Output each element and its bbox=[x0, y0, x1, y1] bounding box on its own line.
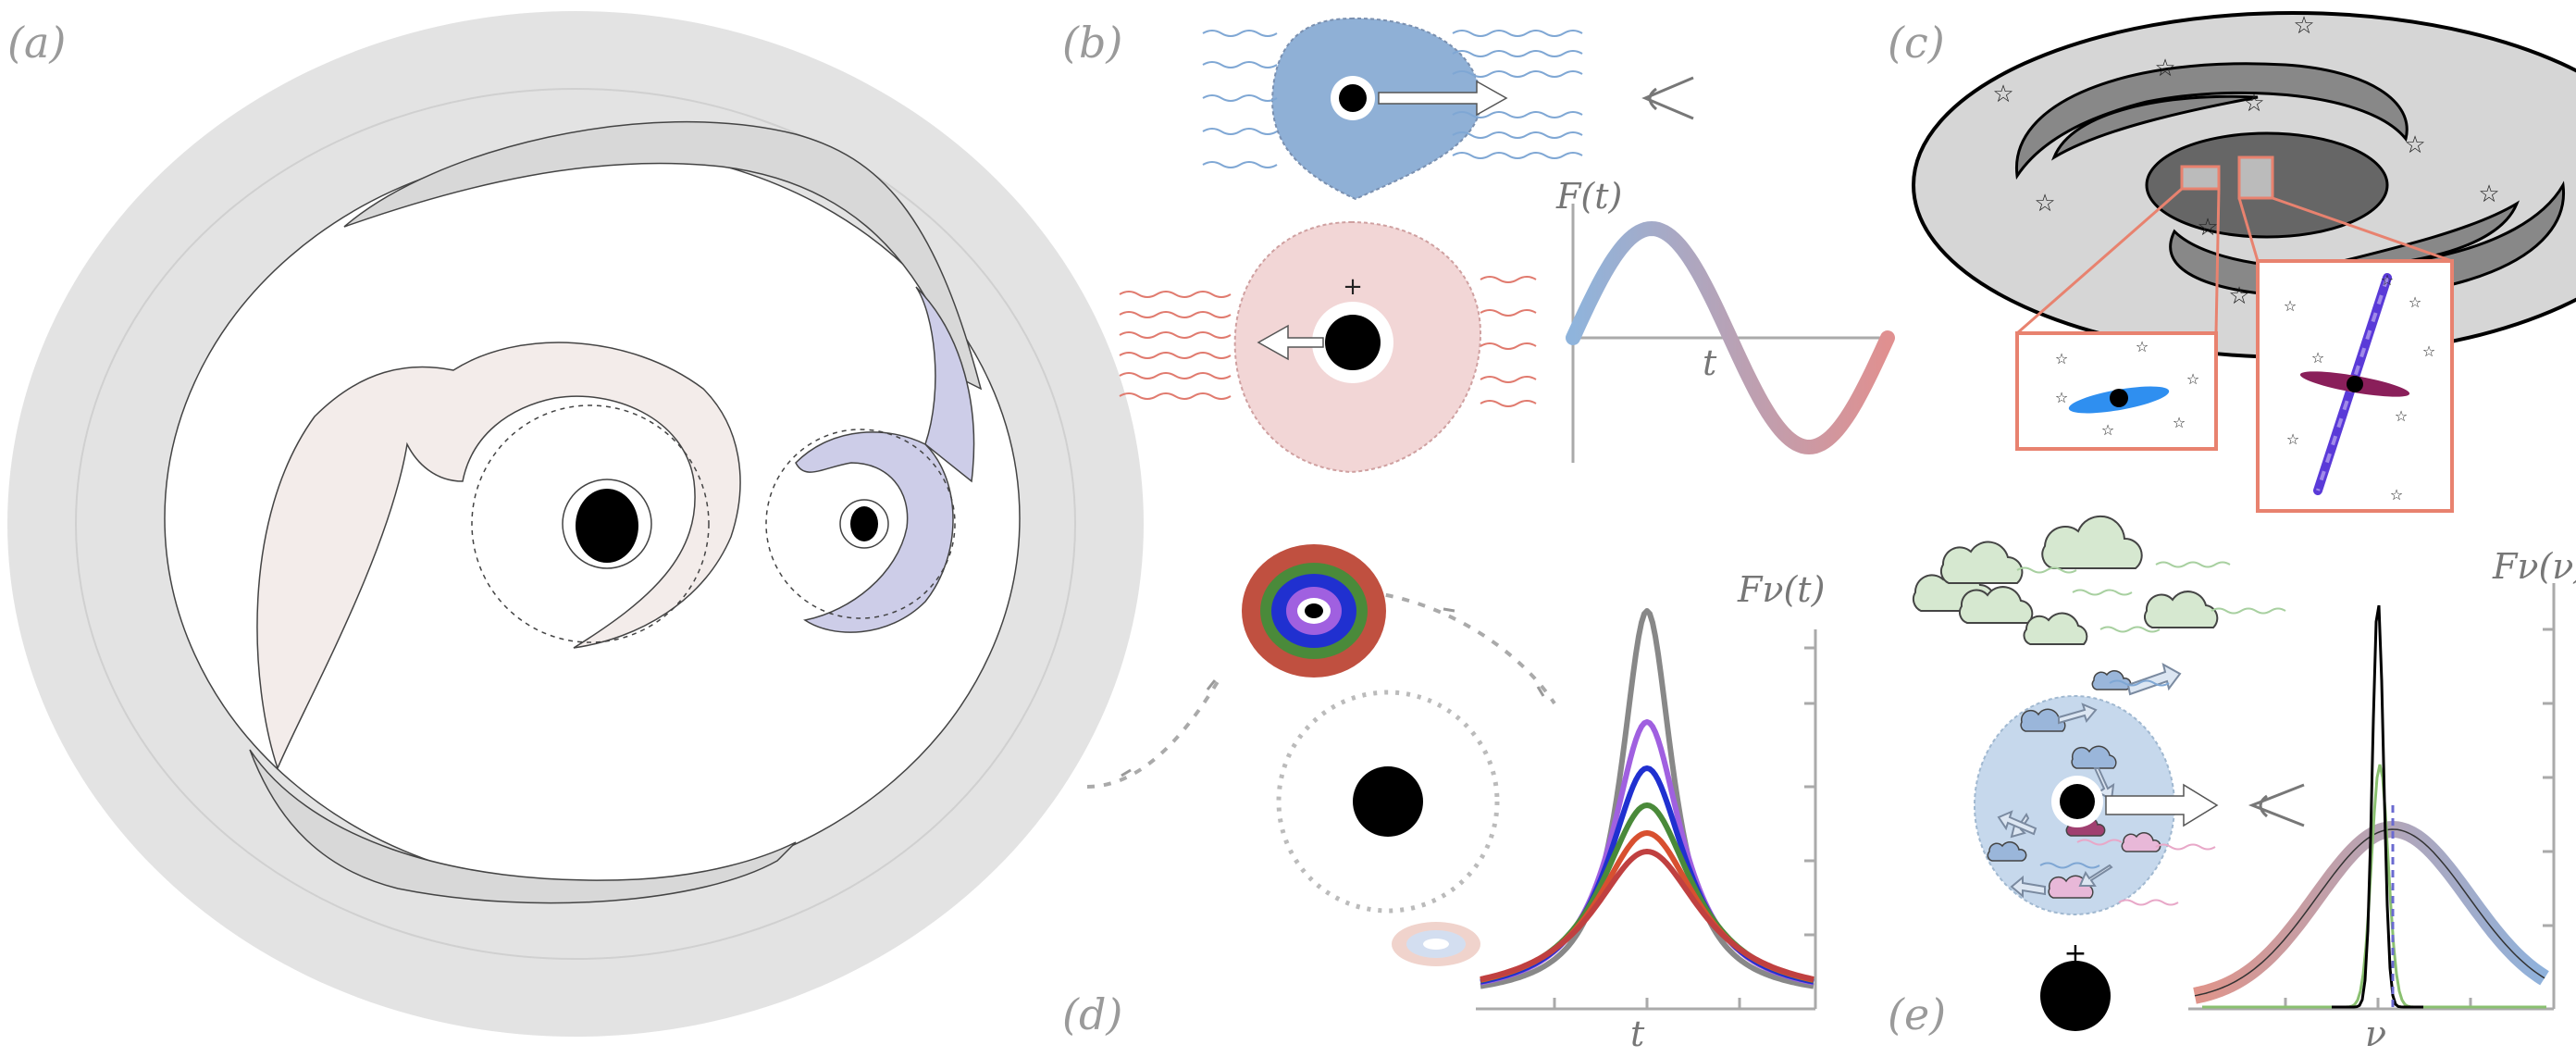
observer-eye-icon bbox=[1641, 76, 1694, 120]
d-ticks bbox=[1553, 646, 1815, 1009]
star-icon: ☆ bbox=[2422, 342, 2435, 360]
lower-stream bbox=[249, 749, 797, 904]
star-icon: ☆ bbox=[2286, 430, 2299, 448]
star-icon: ☆ bbox=[2293, 12, 2314, 40]
primary-black-hole bbox=[576, 489, 638, 563]
outer-ring bbox=[75, 88, 1076, 960]
panel-a-label: (a) bbox=[7, 18, 66, 68]
star-icon: ☆ bbox=[2055, 389, 2068, 406]
panel-d: (d) Fν(t) t bbox=[1062, 544, 1825, 1054]
e-narrow-green bbox=[2202, 764, 2546, 1009]
observer-eye-e-icon bbox=[2248, 783, 2305, 827]
lensed-source bbox=[1242, 544, 1386, 678]
primary-disk bbox=[256, 342, 741, 771]
panel-d-label: (d) bbox=[1062, 989, 1122, 1039]
plus-marker: + bbox=[1343, 273, 1363, 301]
distant-clouds bbox=[1912, 515, 2219, 645]
b-ylabel: F(t) bbox=[1555, 176, 1622, 217]
secondary-black-hole bbox=[850, 506, 878, 541]
inset-source-right bbox=[2237, 155, 2274, 200]
near-cloud-waves bbox=[2039, 679, 2216, 906]
light-curve-d: Fν(t) t bbox=[1476, 569, 1825, 1054]
d-flux-curve bbox=[1480, 608, 1814, 989]
spectrum-e: Fν(ν) ν bbox=[2188, 546, 2576, 1054]
star-icon: ☆ bbox=[1992, 81, 2013, 108]
d-flux-curves bbox=[1480, 608, 1814, 989]
inset-left-hole bbox=[2110, 389, 2128, 407]
panel-c: (c) ☆ ☆ ☆ ☆ ☆ ☆ ☆ ☆ ☆ ☆ ☆ ☆ ☆ ☆ ☆ ☆ ☆ ☆ ☆ ☆ ☆ ☆ ☆ bbox=[1888, 11, 2576, 513]
panel-b: (b) + bbox=[1062, 17, 1895, 474]
star-icon: ☆ bbox=[2311, 349, 2324, 367]
panel-c-label: (c) bbox=[1888, 18, 1945, 68]
panel-b-label: (b) bbox=[1062, 18, 1122, 68]
star-icon: ☆ bbox=[2055, 350, 2068, 367]
plus-marker-e: + bbox=[2063, 938, 2087, 970]
d-flux-curve bbox=[1480, 830, 1814, 983]
star-icon: ☆ bbox=[2173, 414, 2186, 431]
inset-connector-1 bbox=[2016, 187, 2183, 335]
b-xlabel: t bbox=[1703, 342, 1717, 383]
star-icon: ☆ bbox=[2404, 131, 2425, 159]
star-icon: ☆ bbox=[2228, 282, 2249, 310]
secondary-disk bbox=[795, 286, 975, 633]
star-icon: ☆ bbox=[2197, 214, 2218, 242]
agn-black-hole bbox=[2060, 784, 2095, 819]
primary-roche-lobe bbox=[471, 404, 710, 643]
d-flux-curve bbox=[1480, 849, 1814, 982]
receding-waves bbox=[1119, 276, 1537, 407]
star-icon: ☆ bbox=[2154, 55, 2175, 82]
star-icon: ☆ bbox=[2101, 421, 2114, 439]
approaching-black-hole bbox=[1339, 84, 1367, 112]
galaxy-stars: ☆ ☆ ☆ ☆ ☆ ☆ ☆ ☆ ☆ ☆ ☆ ☆ ☆ ☆ ☆ ☆ ☆ ☆ ☆ ☆ ☆ ☆ ☆ bbox=[1992, 12, 2499, 504]
secondary-roche-lobe bbox=[765, 429, 956, 619]
b-flux-curve bbox=[1566, 220, 1895, 455]
star-icon: ☆ bbox=[2186, 370, 2199, 388]
lens-black-hole bbox=[1353, 766, 1423, 837]
inset-connector-2 bbox=[2214, 188, 2221, 334]
faded-source bbox=[1392, 922, 1480, 966]
panel-a: (a) bbox=[7, 11, 1144, 1037]
distant-cloud-waves bbox=[2016, 561, 2286, 633]
inset-source-left bbox=[2180, 165, 2221, 191]
star-icon: ☆ bbox=[2478, 180, 2499, 208]
orbit-direction-ticks bbox=[1121, 607, 1545, 777]
star-icon: ☆ bbox=[2136, 338, 2149, 355]
star-icon: ☆ bbox=[2284, 297, 2297, 315]
star-icon: ☆ bbox=[2395, 407, 2408, 425]
orbit-path bbox=[1086, 591, 1556, 789]
approaching-waves bbox=[1202, 30, 1583, 168]
inset-connector-3 bbox=[2237, 197, 2260, 262]
light-curve-b: F(t) t bbox=[1555, 176, 1895, 463]
receding-black-hole bbox=[1325, 315, 1381, 370]
cloud-velocity-arrows bbox=[1997, 663, 2182, 899]
e-ylabel: Fν(ν) bbox=[2492, 546, 2576, 587]
inset-right-hole bbox=[2347, 376, 2363, 392]
panel-e: (e) bbox=[1888, 515, 2576, 1054]
star-icon: ☆ bbox=[2409, 293, 2421, 311]
upper-stream bbox=[343, 121, 983, 391]
approaching-arrow bbox=[1378, 80, 1508, 117]
reference-black-hole bbox=[2040, 961, 2111, 1031]
lens-ring bbox=[1276, 690, 1500, 914]
star-icon: ☆ bbox=[2243, 90, 2264, 118]
e-narrow-black bbox=[2332, 604, 2423, 1009]
receding-arrow bbox=[1257, 324, 1324, 361]
star-icon: ☆ bbox=[2390, 486, 2403, 504]
panel-e-label: (e) bbox=[1888, 989, 1946, 1039]
inset-connector-4 bbox=[2272, 196, 2453, 263]
near-clouds-blue bbox=[1987, 670, 2132, 862]
d-flux-curve bbox=[1480, 765, 1814, 985]
star-icon: ☆ bbox=[2381, 271, 2394, 289]
d-ylabel: Fν(t) bbox=[1737, 569, 1825, 610]
agn-motion-arrow bbox=[2105, 783, 2219, 827]
e-xlabel: ν bbox=[2365, 1013, 2386, 1054]
star-icon: ☆ bbox=[2034, 190, 2055, 218]
approaching-disk bbox=[1270, 17, 1482, 201]
d-xlabel: t bbox=[1630, 1013, 1645, 1054]
